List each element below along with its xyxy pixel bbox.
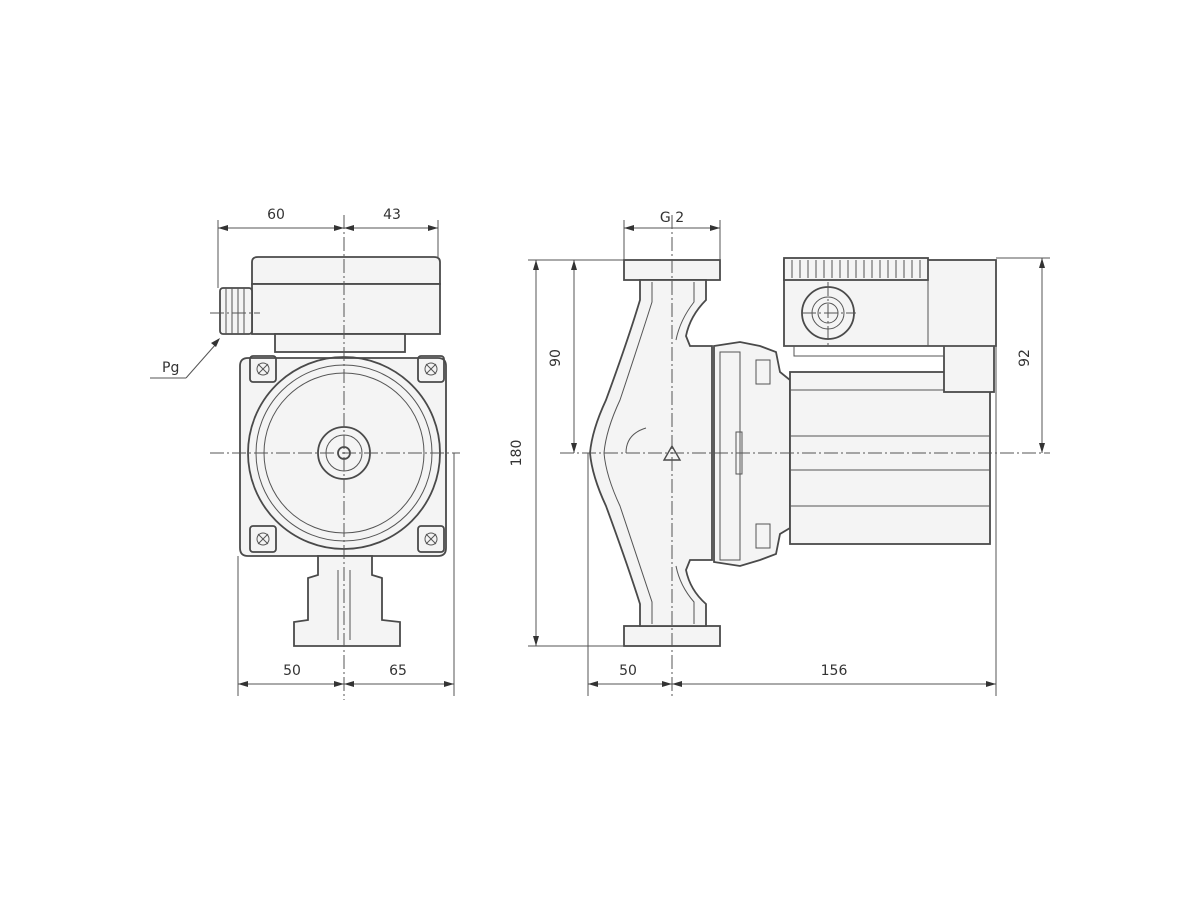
dim-front-top-right: 43 xyxy=(383,207,401,223)
front-terminal-box-body xyxy=(251,283,441,335)
front-terminal-box xyxy=(251,256,441,285)
dim-front-bottom-left: 50 xyxy=(283,663,301,679)
motor-stator xyxy=(789,371,991,545)
dim-side-top-connection: G 2 xyxy=(660,210,684,226)
dim-side-bottom-left: 50 xyxy=(619,663,637,679)
housing-bolts xyxy=(249,355,445,553)
cable-gland xyxy=(219,287,253,335)
motor-flange xyxy=(713,341,791,567)
label-cable-entry: Pg xyxy=(162,360,179,376)
front-outlet-pipe xyxy=(293,555,401,647)
front-view: 60 43 50 65 Pg xyxy=(150,207,460,700)
front-terminal-neck xyxy=(274,333,406,353)
dim-side-height-total: 180 xyxy=(509,440,525,467)
pump-housing-front xyxy=(239,357,447,557)
terminal-box-rib-lines xyxy=(791,260,921,278)
side-view: G 2 180 90 92 50 156 xyxy=(509,210,1050,696)
dim-side-motor-height: 92 xyxy=(1017,349,1033,367)
motor-end-cap xyxy=(943,343,995,393)
dim-front-bottom-right: 65 xyxy=(389,663,407,679)
dim-side-bottom-right: 156 xyxy=(821,663,848,679)
dim-side-height-half: 90 xyxy=(548,349,564,367)
dim-front-top-left: 60 xyxy=(267,207,285,223)
